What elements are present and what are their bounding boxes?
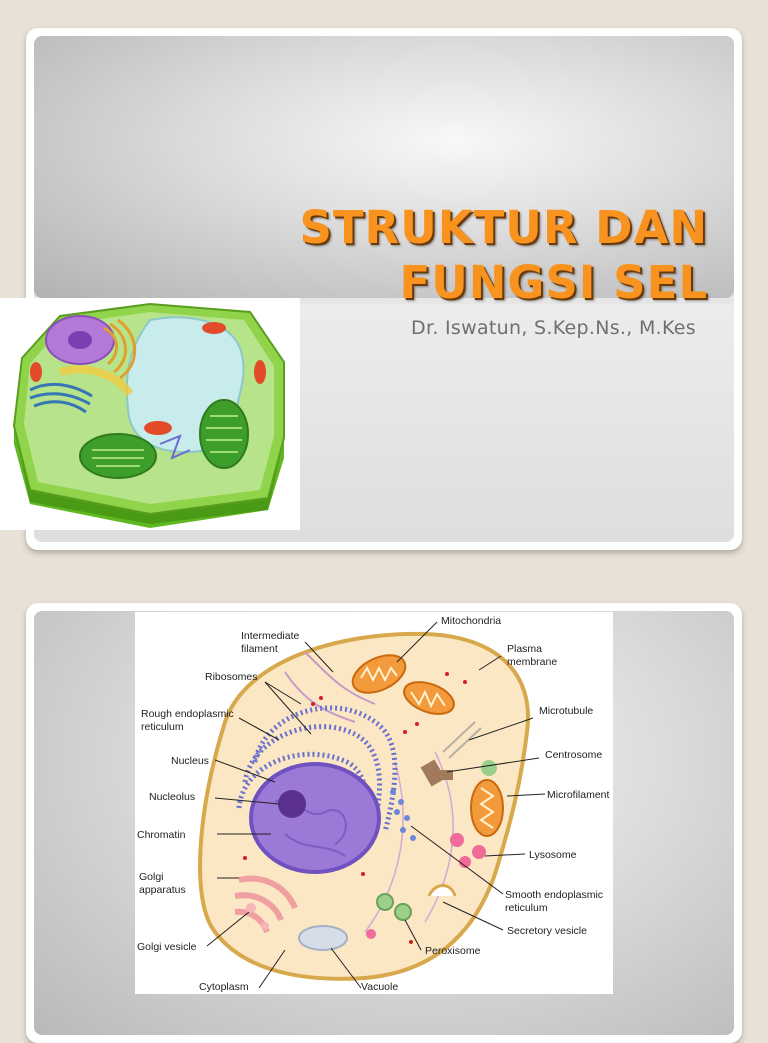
label-rough-er-2: reticulum: [141, 721, 184, 733]
plant-cell-image: [0, 298, 300, 530]
label-intermediate-filament-2: filament: [241, 643, 278, 655]
label-smooth-er-2: reticulum: [505, 902, 548, 914]
label-microfilament: Microfilament: [547, 789, 610, 801]
label-golgi-apparatus-1: Golgi: [139, 871, 164, 883]
label-plasma-membrane-2: membrane: [507, 656, 557, 668]
title-slide[interactable]: STRUKTUR DAN FUNGSI SEL Dr. Iswatun, S.K…: [26, 28, 742, 550]
title-line-1: STRUKTUR DAN: [299, 201, 708, 254]
label-chromatin: Chromatin: [137, 829, 186, 841]
animal-cell-image: Mitochondria Intermediate filament Plasm…: [135, 612, 613, 994]
label-peroxisome: Peroxisome: [425, 945, 481, 957]
label-mitochondria: Mitochondria: [441, 615, 501, 627]
label-smooth-er-1: Smooth endoplasmic: [505, 889, 603, 901]
label-vacuole: Vacuole: [361, 981, 398, 993]
label-centrosome: Centrosome: [545, 749, 602, 761]
label-cytoplasm: Cytoplasm: [199, 981, 249, 993]
label-rough-er-1: Rough endoplasmic: [141, 708, 234, 720]
label-microtubule: Microtubule: [539, 705, 593, 717]
slide-title: STRUKTUR DAN FUNGSI SEL: [299, 200, 708, 310]
label-golgi-apparatus-2: apparatus: [139, 884, 186, 896]
animal-cell-diagram: Mitochondria Intermediate filament Plasm…: [137, 615, 610, 993]
slide-background: STRUKTUR DAN FUNGSI SEL Dr. Iswatun, S.K…: [34, 36, 734, 542]
title-band: STRUKTUR DAN FUNGSI SEL: [34, 36, 734, 309]
label-ribosomes: Ribosomes: [205, 671, 258, 683]
label-secretory-vesicle: Secretory vesicle: [507, 925, 587, 937]
label-nucleus: Nucleus: [171, 755, 209, 767]
title-line-2: FUNGSI SEL: [399, 256, 708, 309]
label-intermediate-filament-1: Intermediate: [241, 630, 300, 642]
slide-subtitle: Dr. Iswatun, S.Kep.Ns., M.Kes: [411, 317, 696, 339]
plant-cell-illustration: [12, 302, 285, 528]
label-plasma-membrane-1: Plasma: [507, 643, 542, 655]
label-nucleolus: Nucleolus: [149, 791, 195, 803]
label-lysosome: Lysosome: [529, 849, 577, 861]
label-golgi-vesicle: Golgi vesicle: [137, 941, 197, 953]
